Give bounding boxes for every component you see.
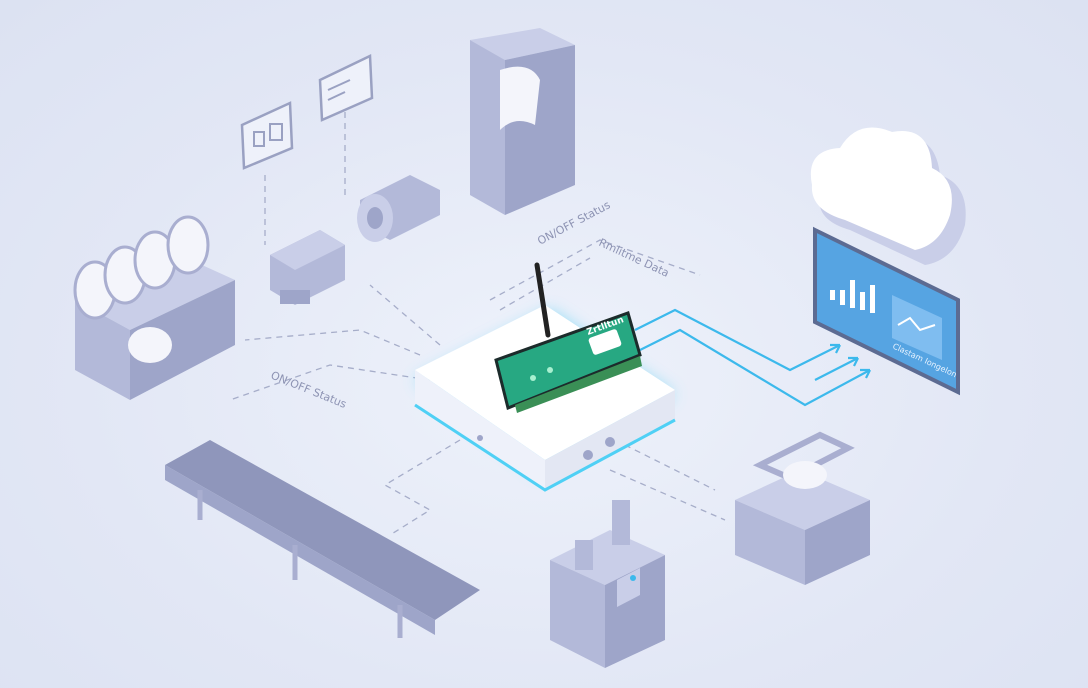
conveyor-belt xyxy=(165,440,480,638)
gateway-device: Zrtlltun xyxy=(494,262,642,413)
antenna-icon xyxy=(534,262,551,338)
label-realtime-data: Rmlitme Data xyxy=(597,236,671,280)
roller-machine xyxy=(735,431,870,585)
form-panel-icon xyxy=(318,54,374,122)
printer-machine xyxy=(470,28,575,215)
cloud-icon xyxy=(810,127,966,265)
control-cabinet xyxy=(550,500,665,668)
line-chart-icon xyxy=(897,316,936,332)
bar-chart-icon xyxy=(830,280,875,313)
winding-machine xyxy=(73,215,235,400)
motor xyxy=(270,230,345,305)
dashboard-screen: Clastam Iongelon xyxy=(813,226,960,396)
label-onoff-left: ON/OFF Status xyxy=(269,369,349,411)
electric-motor xyxy=(357,175,440,242)
monitor-panel-icon xyxy=(240,101,294,170)
dashed-connectors xyxy=(229,112,726,536)
cloud-data-links xyxy=(634,308,871,407)
